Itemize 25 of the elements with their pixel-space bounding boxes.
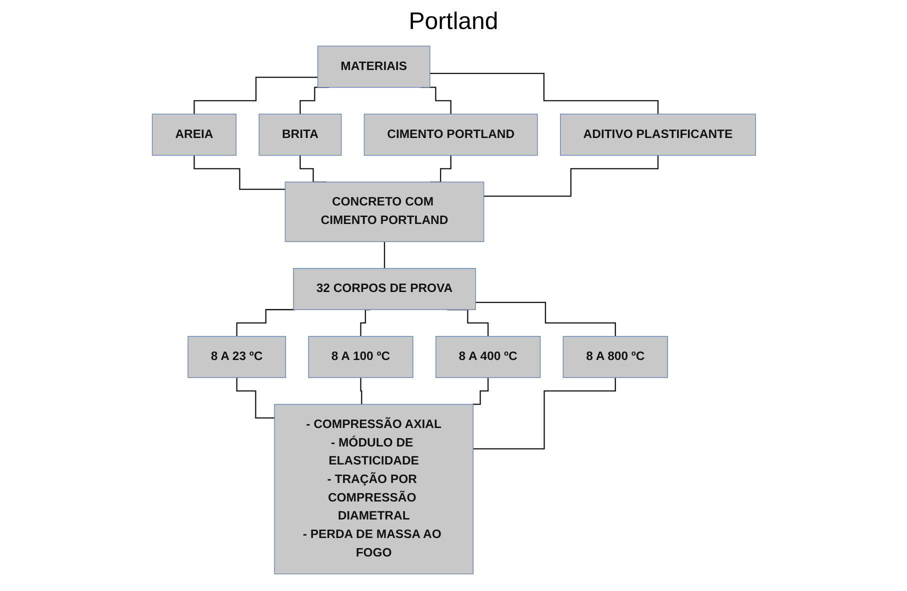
connector — [360, 377, 362, 405]
connector — [193, 76, 318, 115]
flowchart-diagram: MATERIAIS AREIA BRITA CIMENTO PORTLAND ADITIVO PLASTIFICANTE CONCRETO COM CIMENTO PORTLAND 32 CORPOS DE PROVA 8 A 23 ºC 8 A 100 ºC 8 A 400 ºC 8 A 800 ºC - COMPRESSÃO AXIAL - MÓDULO DE ELASTICIDADE - TRAÇÃO POR COMPRESSÃO DIAMETRAL - PERDA DE MASSA AO FOGO — [50, 40, 856, 580]
node-box — [316, 46, 430, 88]
node-box — [560, 114, 756, 156]
connector — [483, 154, 658, 197]
connector — [383, 241, 385, 269]
connector — [236, 309, 294, 337]
node-box — [187, 336, 286, 378]
connector — [236, 377, 274, 419]
connector — [193, 154, 285, 190]
node-box — [292, 268, 476, 310]
node-box — [308, 336, 413, 378]
node-box — [258, 114, 342, 156]
connector — [472, 377, 616, 450]
diagram-title: Portland — [408, 8, 498, 36]
node-box — [284, 182, 484, 242]
connector — [475, 302, 616, 337]
node-box — [363, 114, 538, 156]
connector — [472, 377, 488, 405]
connector — [429, 72, 658, 115]
node-box — [274, 404, 474, 574]
node-box — [562, 336, 668, 378]
node-box — [151, 114, 236, 156]
node-box — [435, 336, 540, 378]
